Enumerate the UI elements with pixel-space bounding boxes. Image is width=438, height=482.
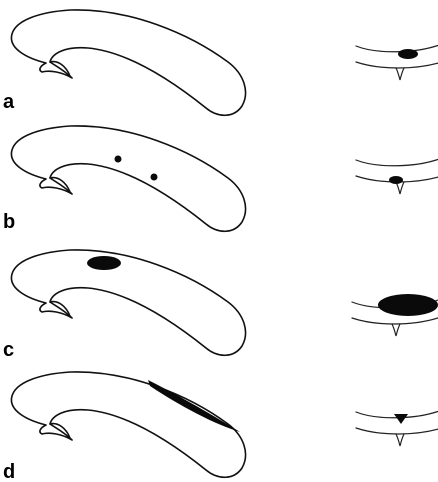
panel-label-d: d	[3, 461, 15, 482]
lesion-coronal-a	[398, 49, 418, 59]
coronal-section-c	[352, 294, 438, 336]
sagittal-callosum-b	[11, 126, 245, 231]
panel-d: d	[3, 372, 438, 482]
lesion-nodule-b1	[115, 156, 122, 163]
sagittal-callosum-d	[11, 372, 245, 477]
sagittal-callosum-a	[11, 10, 245, 115]
panel-label-c: c	[3, 339, 14, 361]
panel-b: b	[3, 126, 438, 233]
lesion-nodule-b2	[151, 174, 158, 181]
coronal-section-a	[356, 44, 438, 80]
lesion-coronal-c	[378, 294, 438, 316]
coronal-section-b	[356, 158, 438, 194]
lesion-elongated-d	[148, 380, 240, 432]
panel-a: a	[3, 10, 438, 115]
sagittal-callosum-c	[11, 250, 245, 355]
panel-c: c	[3, 250, 438, 361]
panel-label-b: b	[3, 211, 15, 233]
lesion-splenium-c	[87, 256, 121, 270]
lesion-coronal-b	[389, 176, 403, 184]
coronal-section-d	[356, 410, 438, 446]
lesion-coronal-d	[394, 414, 408, 424]
panel-label-a: a	[3, 91, 15, 113]
